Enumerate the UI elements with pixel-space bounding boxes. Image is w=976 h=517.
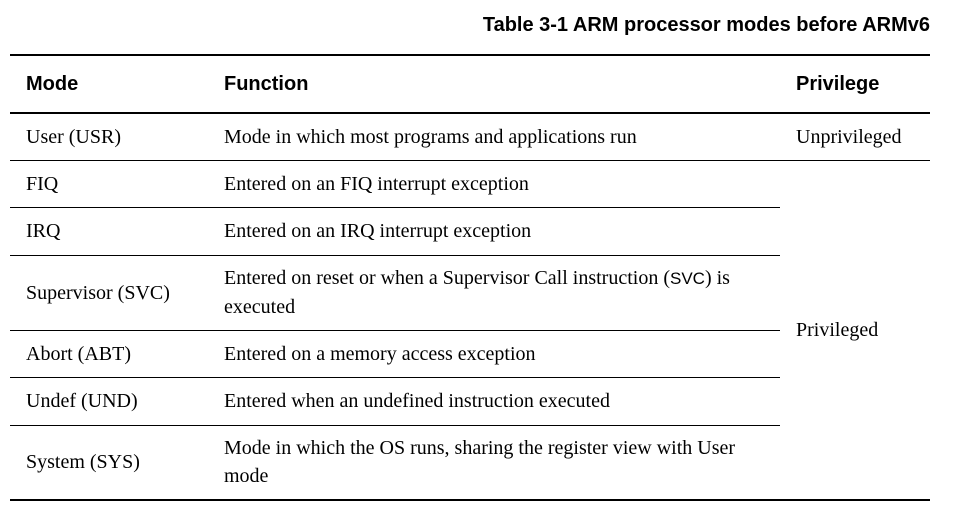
function-cell: Entered on an FIQ interrupt exception [208,160,780,208]
header-function: Function [224,72,309,95]
function-cell: Mode in which the OS runs, sharing the r… [208,425,780,501]
function-text-before: Entered on reset or when a Supervisor Ca… [224,267,670,289]
table-row: Abort (ABT) Entered on a memory access e… [10,330,930,378]
table-row: User (USR) Mode in which most programs a… [10,113,930,161]
function-cell: Entered on an IRQ interrupt exception [208,207,780,256]
processor-modes-table: Mode Function Privilege User (USR) Mode … [10,54,930,501]
svc-code: SVC [670,269,705,288]
header-mode: Mode [26,72,79,95]
function-text-after: ) is executed [224,267,730,318]
function-cell: Entered on a memory access exception [208,330,780,378]
privilege-cell: Privileged [780,160,930,501]
mode-cell: User (USR) [10,113,208,161]
mode-cell: FIQ [10,160,208,208]
mode-cell: IRQ [10,207,208,256]
table-row: Undef (UND) Entered when an undefined in… [10,377,930,426]
table-row: Supervisor (SVC) Entered on reset or whe… [10,255,930,331]
header-privilege: Privilege [796,72,880,95]
table-row: FIQ Entered on an FIQ interrupt exceptio… [10,160,930,501]
mode-cell: Abort (ABT) [10,330,208,378]
table-caption: Table 3-1 ARM processor modes before ARM… [482,14,930,36]
table-row: System (SYS) Mode in which the OS runs, … [10,425,930,501]
function-cell: Mode in which most programs and applicat… [208,113,780,161]
function-cell: Entered on reset or when a Supervisor Ca… [208,255,780,331]
privilege-cell: Unprivileged [780,113,930,161]
mode-cell: Supervisor (SVC) [10,255,208,331]
mode-cell: System (SYS) [10,425,208,501]
table-header-row: Mode Function Privilege [10,55,930,113]
table-row: IRQ Entered on an IRQ interrupt exceptio… [10,207,930,256]
function-cell: Entered when an undefined instruction ex… [208,377,780,426]
mode-cell: Undef (UND) [10,377,208,426]
